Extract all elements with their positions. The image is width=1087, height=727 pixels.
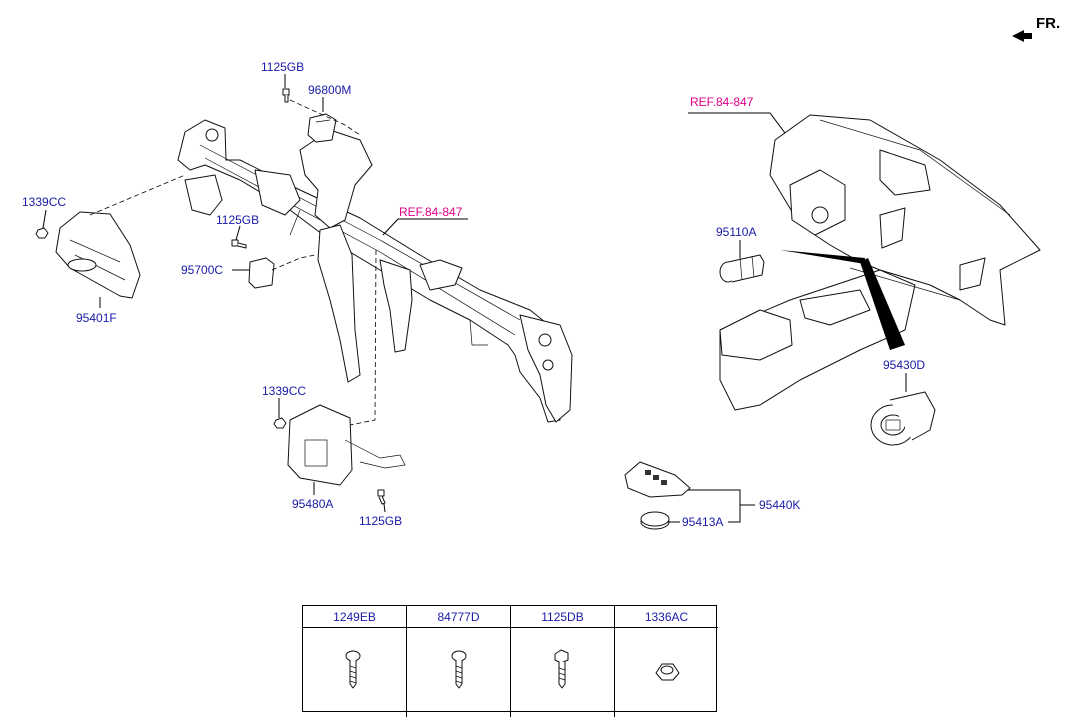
ignition-switch-95430d [870,391,936,446]
front-direction-label: FR. [1036,15,1060,32]
leader-wedge-95430d [860,258,905,350]
reference-top-right: REF.84-847 [690,95,754,109]
legend-cell-1125db [511,628,615,717]
legend-header-1336ac: 1336AC [615,606,718,628]
module-95480a [287,404,406,486]
label-96800m: 96800M [308,83,351,97]
bolt-1125gb-top-icon [282,88,290,103]
leader-lines [42,74,907,523]
label-1125gb-mid: 1125GB [216,213,259,227]
coin-battery-icon [640,511,670,530]
legend-cell-1249eb [303,628,407,717]
label-1339cc-bottom: 1339CC [262,384,306,398]
screw-1249eb-icon [345,650,361,689]
label-1125gb-top: 1125GB [261,60,304,74]
legend-cell-84777d [407,628,511,717]
lighter-95110a [719,254,765,283]
label-95110a: 95110A [716,225,756,239]
fastener-legend-table: 1249EB 84777D 1125DB 1336AC [302,605,718,717]
smart-key-fob [624,461,691,498]
module-95700c [248,257,275,289]
legend-header-1249eb: 1249EB [303,606,407,628]
bolt-1125db-icon [554,649,569,689]
bolt-1125gb-bottom-icon [377,489,386,505]
reference-center: REF.84-847 [399,205,463,219]
label-1125gb-bottom: 1125GB [359,514,402,528]
switch-96800m [307,113,337,143]
screw-84777d-icon [451,650,467,689]
legend-header-84777d: 84777D [407,606,511,628]
nut-1339cc-left-icon [35,227,49,239]
nut-1339cc-bottom-icon [273,417,287,429]
label-1339cc-left: 1339CC [22,195,66,209]
nut-1336ac-icon [655,663,680,681]
label-95430d: 95430D [883,358,925,372]
leader-wedge-95110a [780,250,865,264]
label-95700c: 95700C [181,263,223,277]
legend-header-1125db: 1125DB [511,606,615,628]
label-95440k: 95440K [759,498,800,512]
label-95401f: 95401F [76,311,117,325]
dashboard-assembly [719,114,1041,411]
module-95401f [55,211,141,299]
cross-car-beam [177,119,573,423]
label-95480a: 95480A [292,497,333,511]
label-95413a: 95413A [682,515,723,529]
legend-cell-1336ac [615,628,718,717]
front-direction-arrow-icon [1012,30,1032,42]
bolt-1125gb-mid-icon [231,239,247,249]
